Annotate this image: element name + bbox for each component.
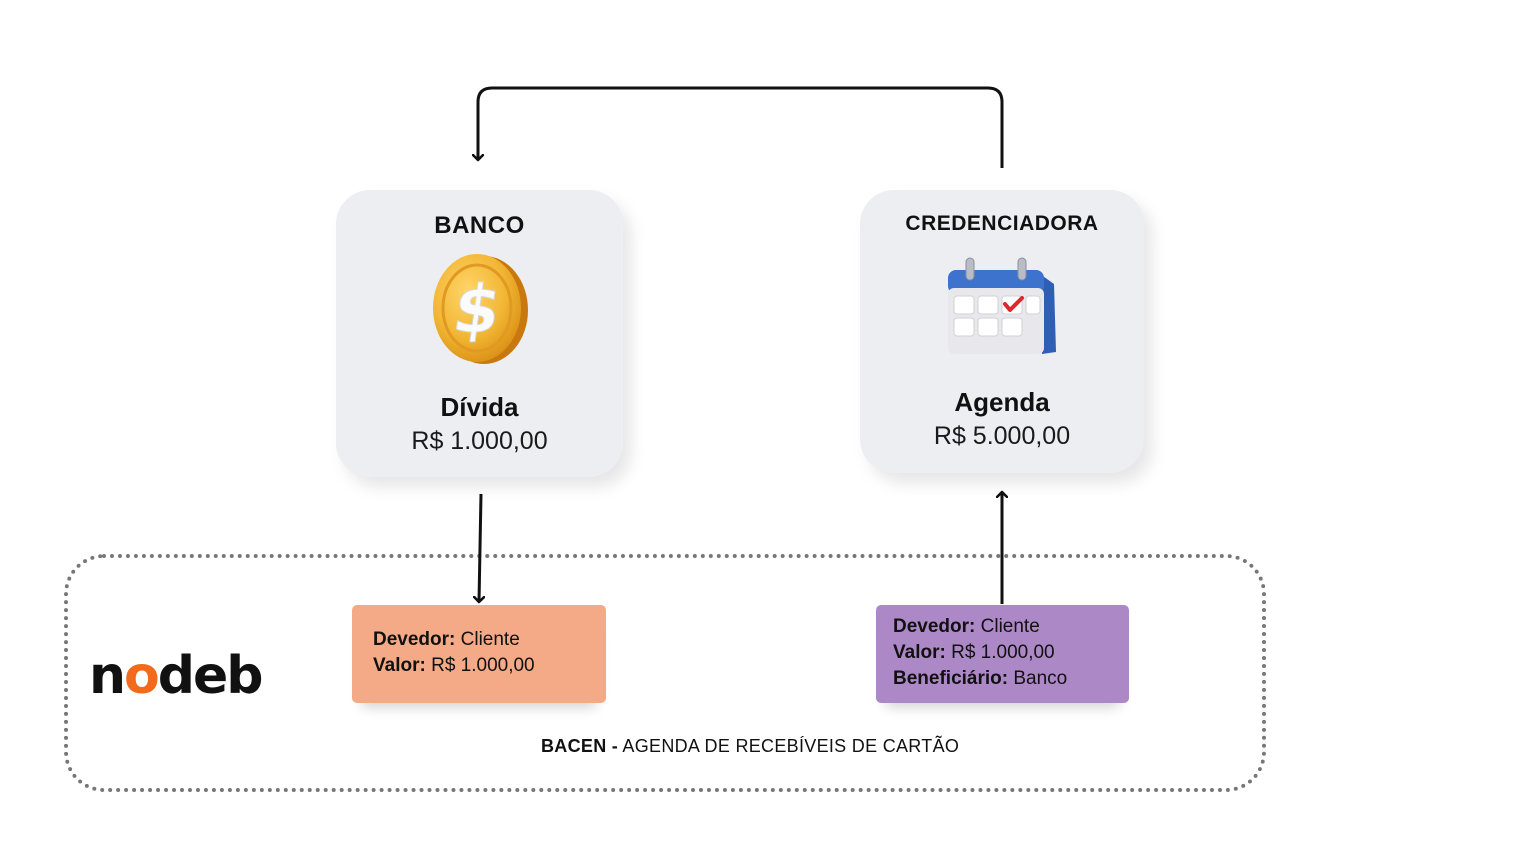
note-banco: Devedor: Cliente Valor: R$ 1.000,00 [352, 605, 606, 703]
nodeb-logo: nodeb [89, 646, 263, 706]
credenciadora-card: CREDENCIADORA Agenda [860, 190, 1144, 473]
svg-text:$: $ [449, 270, 506, 348]
credenciadora-title: CREDENCIADORA [905, 212, 1099, 235]
banco-card: BANCO $ Dívida R$ 1.000,00 [336, 190, 623, 477]
banco-value: R$ 1.000,00 [411, 427, 548, 455]
bacen-caption: BACEN - AGENDA DE RECEBÍVEIS DE CARTÃO [541, 736, 960, 756]
banco-subtitle: Dívida [440, 392, 519, 422]
coin-dollar-icon: $ [428, 252, 532, 366]
banco-title: BANCO [434, 212, 525, 239]
credenciadora-value: R$ 5.000,00 [933, 422, 1071, 450]
note-credenciadora-devedor: Devedor: Cliente [893, 616, 1040, 637]
credenciadora-subtitle: Agenda [954, 387, 1050, 417]
note-banco-devedor: Devedor: Cliente [373, 629, 520, 650]
arrow-banco-to-note [479, 493, 481, 602]
note-credenciadora-beneficiario: Beneficiário: Banco [893, 668, 1068, 689]
bacen-region [64, 554, 1266, 792]
calendar-check-icon [944, 254, 1062, 360]
note-credenciadora: Devedor: Cliente Valor: R$ 1.000,00 Bene… [876, 605, 1129, 703]
arrow-credenciadora-to-banco [478, 86, 1004, 168]
note-credenciadora-valor: Valor: R$ 1.000,00 [893, 642, 1055, 663]
note-banco-valor: Valor: R$ 1.000,00 [373, 655, 535, 676]
